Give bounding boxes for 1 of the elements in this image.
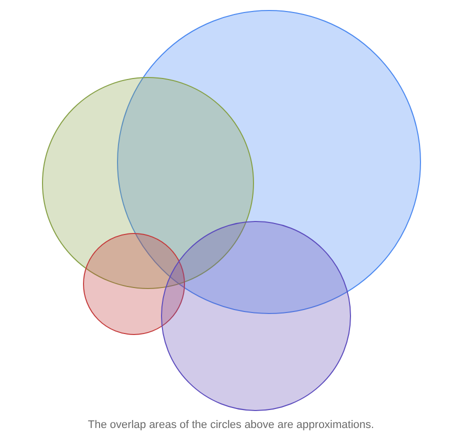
caption: The overlap areas of the circles above are approximations. bbox=[88, 419, 374, 431]
